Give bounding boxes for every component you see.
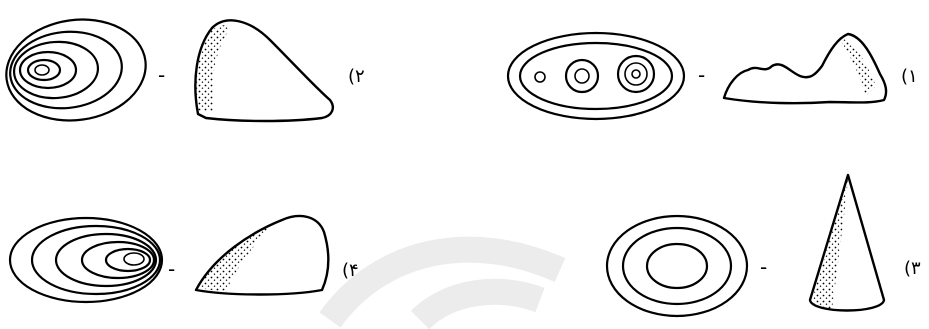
option-1: - (۱ [508,33,918,119]
option-4: - (۴ [10,216,359,302]
option-4-dash: - [168,257,175,281]
option-1-dash: - [698,63,705,87]
option-3-dash: - [760,255,767,279]
option-2-dash: - [158,63,165,87]
option-3-contour-map [607,216,747,316]
option-2: - (۲ [0,11,365,130]
option-2-label: (۲ [348,66,365,87]
option-3: - (۳ [607,175,921,316]
option-1-contour-map [508,33,684,119]
option-4-landform [196,216,328,295]
watermark [330,250,560,320]
option-1-label: (۱ [901,66,918,87]
option-3-landform [810,175,884,311]
option-4-contour-map [10,218,162,302]
option-3-label: (۳ [904,258,921,279]
option-2-landform [195,20,332,121]
option-1-landform [724,34,886,103]
option-4-label: (۴ [342,260,359,281]
option-2-contour-map [0,11,152,130]
